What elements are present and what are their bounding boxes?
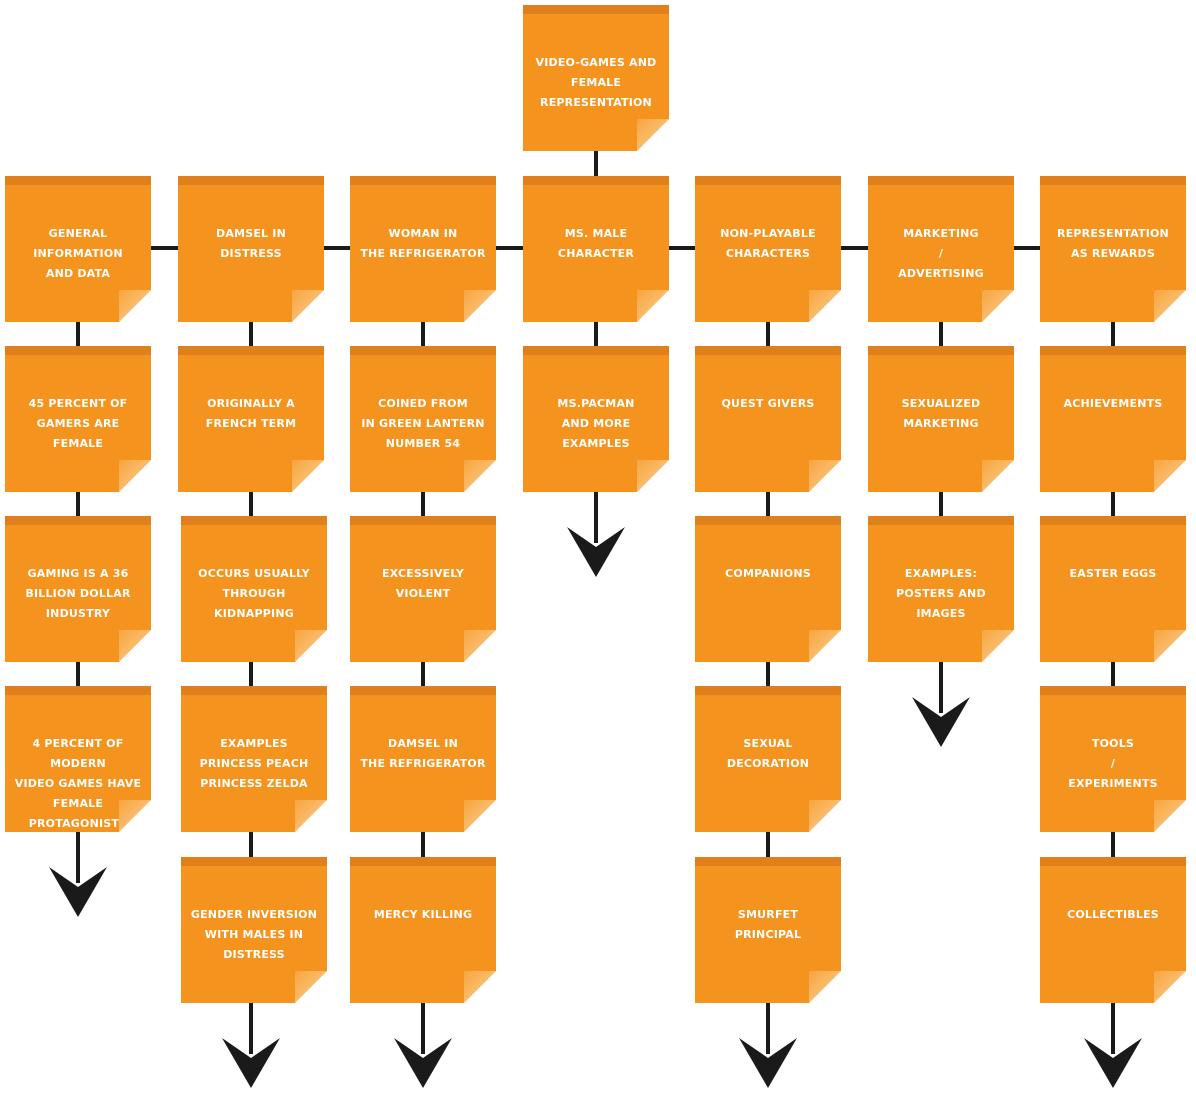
down-arrow-icon bbox=[49, 867, 107, 917]
category-label: Non-Playable Characters bbox=[720, 227, 816, 260]
down-arrow-icon bbox=[739, 1038, 797, 1088]
item-label: Collectibles bbox=[1067, 908, 1159, 921]
item-note: Occurs usually through kidnapping bbox=[181, 516, 327, 662]
item-label: Examples Princess Peach Princess Zelda bbox=[199, 737, 309, 790]
item-label: Excessively Violent bbox=[381, 567, 465, 600]
item-note: Damsel in the Refrigerator bbox=[350, 686, 496, 832]
item-note: Excessively Violent bbox=[350, 516, 496, 662]
category-label: Ms. Male Character bbox=[557, 227, 635, 260]
down-arrow-icon bbox=[912, 697, 970, 747]
root-label: Video-Games and Female Representation bbox=[535, 56, 657, 109]
item-note: 45 Percent of Gamers are Female bbox=[5, 346, 151, 492]
item-label: Quest Givers bbox=[721, 397, 815, 410]
item-label: Gender Inversion with males in distress bbox=[190, 908, 318, 961]
item-note: Examples: Posters and images bbox=[868, 516, 1014, 662]
item-label: Companions bbox=[725, 567, 811, 580]
item-label: Damsel in the Refrigerator bbox=[360, 737, 486, 770]
item-label: Smurfet Principal bbox=[734, 908, 802, 941]
down-arrow-icon bbox=[567, 527, 625, 577]
item-note: Sexualized Marketing bbox=[868, 346, 1014, 492]
item-note: Gender Inversion with males in distress bbox=[181, 857, 327, 1003]
category-note: Non-Playable Characters bbox=[695, 176, 841, 322]
item-note: Companions bbox=[695, 516, 841, 662]
category-note: Ms. Male Character bbox=[523, 176, 669, 322]
item-label: Easter Eggs bbox=[1069, 567, 1157, 580]
item-note: Ms.Pacman and more examples bbox=[523, 346, 669, 492]
item-label: Achievements bbox=[1063, 397, 1163, 410]
category-label: Representation as Rewards bbox=[1057, 227, 1169, 260]
root-note: Video-Games and Female Representation bbox=[523, 5, 669, 151]
category-label: Woman in the Refrigerator bbox=[360, 227, 486, 260]
category-note: General Information and Data bbox=[5, 176, 151, 322]
down-arrow-icon bbox=[1084, 1038, 1142, 1088]
category-note: Representation as Rewards bbox=[1040, 176, 1186, 322]
item-label: Gaming is a 36 billion dollar industry bbox=[25, 567, 131, 620]
item-note: Coined from in Green Lantern number 54 bbox=[350, 346, 496, 492]
item-note: Achievements bbox=[1040, 346, 1186, 492]
down-arrow-icon bbox=[394, 1038, 452, 1088]
item-label: Mercy Killing bbox=[373, 908, 473, 921]
item-label: 4 Percent of modern video games have fem… bbox=[14, 737, 142, 830]
item-note: Collectibles bbox=[1040, 857, 1186, 1003]
item-label: Coined from in Green Lantern number 54 bbox=[361, 397, 485, 450]
item-label: Occurs usually through kidnapping bbox=[198, 567, 310, 620]
item-note: 4 Percent of modern video games have fem… bbox=[5, 686, 151, 832]
item-note: Smurfet Principal bbox=[695, 857, 841, 1003]
category-note: Marketing / Advertising bbox=[868, 176, 1014, 322]
item-label: Sexual Decoration bbox=[726, 737, 810, 770]
item-note: Sexual Decoration bbox=[695, 686, 841, 832]
item-note: Mercy Killing bbox=[350, 857, 496, 1003]
item-label: Examples: Posters and images bbox=[896, 567, 986, 620]
category-label: Marketing / Advertising bbox=[898, 227, 984, 280]
item-note: Gaming is a 36 billion dollar industry bbox=[5, 516, 151, 662]
category-label: Damsel in Distress bbox=[216, 227, 286, 260]
category-note: Woman in the Refrigerator bbox=[350, 176, 496, 322]
item-note: Tools / Experiments bbox=[1040, 686, 1186, 832]
item-label: 45 Percent of Gamers are Female bbox=[28, 397, 128, 450]
item-label: Tools / Experiments bbox=[1068, 737, 1158, 790]
category-label: General Information and Data bbox=[33, 227, 123, 280]
category-note: Damsel in Distress bbox=[178, 176, 324, 322]
item-note: Easter Eggs bbox=[1040, 516, 1186, 662]
item-label: Ms.Pacman and more examples bbox=[557, 397, 635, 450]
item-note: Examples Princess Peach Princess Zelda bbox=[181, 686, 327, 832]
item-label: Sexualized Marketing bbox=[901, 397, 981, 430]
item-note: Originally a French Term bbox=[178, 346, 324, 492]
item-label: Originally a French Term bbox=[205, 397, 297, 430]
item-note: Quest Givers bbox=[695, 346, 841, 492]
down-arrow-icon bbox=[222, 1038, 280, 1088]
